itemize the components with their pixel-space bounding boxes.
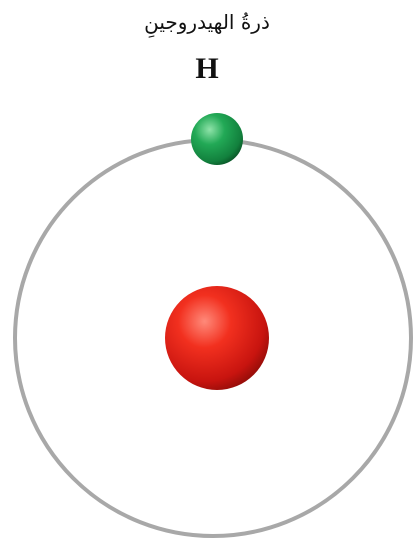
- electron: [191, 113, 243, 165]
- nucleus: [165, 286, 269, 390]
